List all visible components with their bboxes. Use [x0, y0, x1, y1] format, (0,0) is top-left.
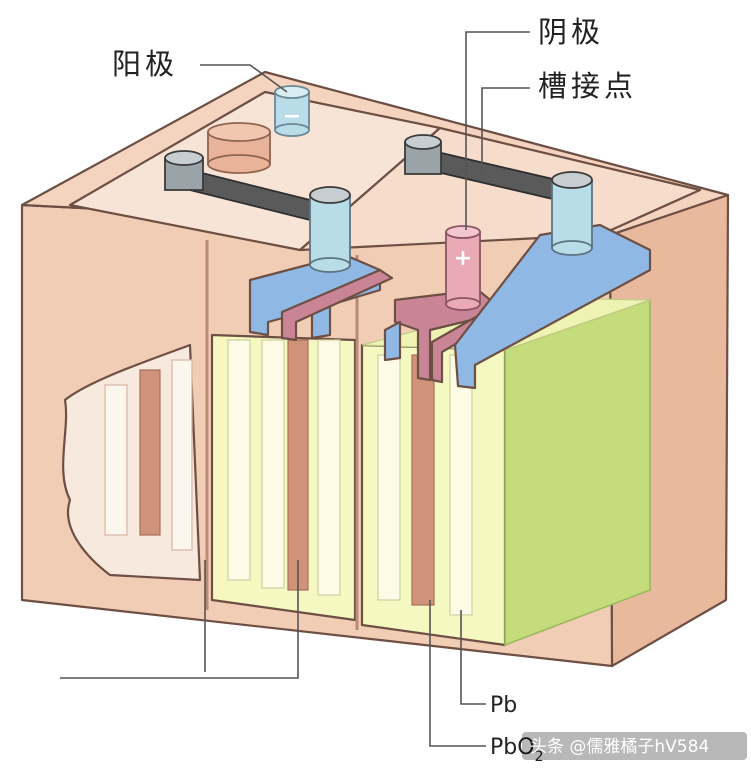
positive-sign: +	[454, 246, 472, 271]
watermark-text: 头条 @儒雅橘子hV584	[530, 737, 709, 757]
negative-terminal: −	[274, 85, 310, 137]
labels: 阳极 阴极 槽接点 Pb PbO2	[112, 15, 637, 765]
cutaway-left-cell	[62, 343, 202, 582]
pb-label: Pb	[490, 693, 517, 718]
cathode-label: 阴极	[538, 15, 604, 49]
middle-cell	[210, 333, 357, 622]
positive-terminal: +	[445, 225, 481, 311]
pbo2-main-text: PbO	[490, 735, 535, 760]
anode-label: 阳极	[112, 47, 178, 81]
leader-lines	[60, 31, 530, 747]
cell-connector-left	[164, 150, 351, 273]
watermark: 头条 @儒雅橘子hV584	[522, 732, 747, 760]
negative-sign: −	[283, 104, 301, 129]
pbo2-subscript: 2	[535, 749, 544, 765]
cell-connector-right	[404, 134, 593, 256]
vent-plug	[207, 122, 271, 174]
groove-contact-label: 槽接点	[538, 69, 637, 103]
right-cell	[205, 240, 651, 647]
pbo2-label: PbO2	[490, 735, 543, 765]
